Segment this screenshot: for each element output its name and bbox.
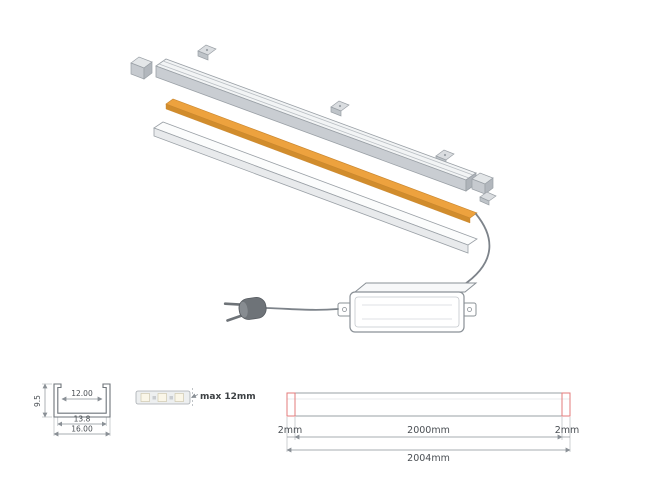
dim-height-label: 9.5 (33, 395, 42, 407)
psu-body (349, 291, 465, 333)
plug-cable (265, 307, 339, 311)
end-cap-marker-left (286, 392, 296, 417)
resistor-icon (152, 396, 156, 400)
dim-total-row: 2004mm (286, 447, 571, 464)
end-cap-side (143, 61, 153, 80)
clip-screw (443, 153, 447, 157)
clip-front (330, 106, 342, 117)
psu-inner-line (354, 296, 460, 328)
clip-front (197, 50, 209, 61)
resistor-icon (169, 396, 173, 400)
profile-front-face (155, 65, 467, 192)
max-width-label: max 12mm (200, 392, 256, 402)
cross-section-drawing: 9.5 12.00 13.8 16.00 (33, 383, 111, 437)
dim-outer-width: 16.00 (53, 417, 111, 437)
mounting-clip-1-icon (197, 44, 217, 61)
power-cable (461, 213, 491, 287)
diffuser-top-face (153, 121, 478, 246)
clip-front (479, 196, 490, 206)
psu-top-face (353, 282, 478, 293)
total-length-label: 2004mm (407, 453, 450, 464)
end-cap-left-icon (130, 56, 153, 80)
exploded-view (130, 44, 497, 333)
led-strip-note: max 12mm (135, 388, 256, 407)
cable-clip-icon (479, 191, 497, 206)
led-chip-icon (174, 393, 184, 402)
aluminum-profile (155, 58, 477, 192)
dim-opening-label: 12.00 (71, 389, 93, 398)
clip-screw (338, 104, 342, 108)
end-cap-side (484, 177, 494, 195)
diffuser-front-face (153, 127, 469, 254)
led-strip-bar (165, 98, 478, 224)
end-cap-marker-right (561, 392, 571, 417)
profile-cross-section (53, 383, 111, 418)
profile-groove-line (162, 60, 474, 176)
led-chip-icon (157, 393, 167, 402)
left-end-length-label: 2mm (278, 425, 303, 436)
body-length-label: 2000mm (407, 425, 450, 436)
right-end-length-label: 2mm (555, 425, 580, 436)
dim-inner-width-label: 13.8 (74, 415, 91, 424)
dim-outer-width-label: 16.00 (71, 425, 93, 434)
power-supply (337, 282, 478, 333)
plug-pin-bottom (226, 314, 244, 322)
psu-tab-left (337, 302, 352, 317)
eu-plug-icon (223, 296, 267, 322)
psu-screw-hole-right (467, 307, 472, 312)
psu-screw-hole-left (342, 307, 347, 312)
profile-groove-line (158, 63, 470, 179)
diffuser-cover (153, 121, 478, 254)
dim-opening: 12.00 (61, 389, 103, 402)
profile-length-bar (286, 392, 571, 417)
led-strip-front-face (165, 103, 471, 224)
plug-face (239, 301, 248, 318)
plug-pin-top (223, 302, 242, 306)
dim-inner-width: 13.8 (57, 415, 107, 427)
led-chip-icon (140, 393, 150, 402)
dim-segments-row: 2mm 2000mm 2mm (278, 425, 580, 440)
dim-height: 9.5 (33, 383, 52, 418)
length-drawing: 2mm 2000mm 2mm 2004mm (278, 392, 580, 464)
clip-screw (205, 48, 209, 52)
note-leader-arrow (191, 393, 199, 398)
psu-tab-right (462, 302, 477, 317)
mounting-clip-2-icon (330, 100, 350, 117)
